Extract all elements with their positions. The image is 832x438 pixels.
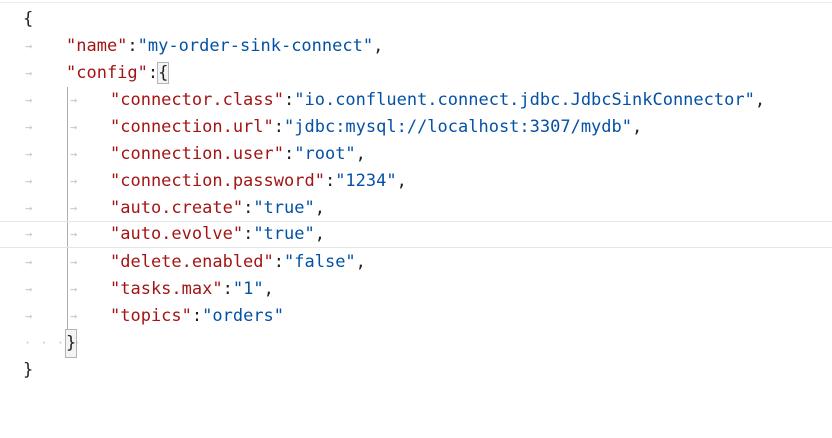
json-key: "auto.create" [110, 198, 244, 218]
json-separator: : [147, 63, 159, 83]
code-editor[interactable]: { → "name":"my-order-sink-connect", → "c… [0, 0, 832, 403]
json-comma: , [355, 252, 366, 272]
tab-whitespace-icon: → [25, 66, 33, 80]
current-code-line[interactable]: → → "auto.evolve":"true", [0, 221, 832, 248]
json-separator: : [127, 36, 138, 56]
json-comma: , [314, 224, 325, 244]
code-line[interactable]: → → "delete.enabled":"false", [0, 249, 832, 276]
json-entry[interactable]: "tasks.max":"1", [110, 276, 274, 303]
code-line[interactable]: → "name":"my-order-sink-connect", [0, 33, 832, 60]
json-comma: , [632, 117, 643, 137]
tab-whitespace-icon: → [25, 93, 33, 107]
json-key: "connection.url" [110, 117, 274, 137]
json-key: "name" [66, 36, 128, 56]
json-key: "connection.password" [110, 171, 325, 191]
tab-whitespace-icon: → [70, 120, 78, 134]
code-line[interactable]: { [0, 6, 832, 33]
json-key: "connection.user" [110, 144, 284, 164]
json-comma: , [754, 90, 766, 110]
tab-whitespace-icon: → [70, 309, 78, 323]
json-value: "1234" [335, 171, 397, 191]
json-value: "io.confluent.connect.jdbc.JdbcSinkConne… [294, 90, 755, 110]
code-line[interactable]: → → "connection.user":"root", [0, 141, 832, 168]
code-line[interactable]: → → "connection.password":"1234", [0, 168, 832, 195]
tab-whitespace-icon: → [25, 39, 33, 53]
json-key: "config" [66, 63, 148, 83]
json-separator: : [243, 224, 254, 244]
code-line[interactable]: → → "connection.url":"jdbc:mysql://local… [0, 114, 832, 141]
tab-whitespace-icon: → [70, 255, 78, 269]
json-entry[interactable]: "connection.password":"1234", [110, 168, 407, 195]
json-value: "true" [253, 198, 315, 218]
whitespace-dots: · · · · [24, 336, 82, 350]
indent-guide [67, 87, 68, 357]
tab-whitespace-icon: → [70, 174, 78, 188]
json-key: "auto.evolve" [110, 224, 244, 244]
json-value: "root" [294, 144, 356, 164]
json-entry[interactable]: "connection.user":"root", [110, 141, 366, 168]
matched-open-brace[interactable]: { [157, 62, 170, 84]
tab-whitespace-icon: → [25, 309, 33, 323]
json-entry[interactable]: "delete.enabled":"false", [110, 249, 366, 276]
json-separator: : [284, 144, 295, 164]
tab-whitespace-icon: → [25, 174, 33, 188]
tab-whitespace-icon: → [70, 93, 78, 107]
json-separator: : [191, 306, 203, 326]
json-entry[interactable]: "name":"my-order-sink-connect", [66, 33, 383, 60]
tab-whitespace-icon: → [25, 147, 33, 161]
json-entry[interactable]: "topics":"orders" [110, 303, 284, 330]
json-entry[interactable]: "auto.create":"true", [110, 195, 325, 222]
json-value: "jdbc:mysql://localhost:3307/mydb" [284, 117, 633, 137]
json-key: "topics" [110, 306, 192, 326]
code-line[interactable]: · · · · } [0, 329, 832, 358]
json-value: "true" [253, 224, 315, 244]
json-separator: : [273, 252, 285, 272]
code-line[interactable]: → → "topics":"orders" [0, 303, 832, 330]
tab-whitespace-icon: → [25, 120, 33, 134]
tab-whitespace-icon: → [25, 282, 33, 296]
json-key: "connector.class" [110, 90, 284, 110]
json-value: "my-order-sink-connect" [137, 36, 374, 56]
json-entry[interactable]: "connection.url":"jdbc:mysql://localhost… [110, 114, 642, 141]
code-line[interactable]: → → "connector.class":"io.confluent.conn… [0, 87, 832, 114]
tab-whitespace-icon: → [25, 227, 33, 241]
json-separator: : [273, 117, 285, 137]
json-separator: : [222, 279, 233, 299]
json-separator: : [243, 198, 254, 218]
json-separator: : [284, 90, 295, 110]
open-brace[interactable]: { [23, 9, 34, 29]
code-line[interactable]: → → "tasks.max":"1", [0, 276, 832, 303]
tab-whitespace-icon: → [25, 201, 33, 215]
json-entry[interactable]: "connector.class":"io.confluent.connect.… [110, 87, 765, 114]
tab-whitespace-icon: → [70, 227, 78, 241]
close-brace[interactable]: } [23, 360, 34, 380]
code-line[interactable]: → → "auto.create":"true", [0, 195, 832, 222]
tab-whitespace-icon: → [25, 255, 33, 269]
code-line[interactable]: → "config":{ [0, 60, 832, 87]
code-line[interactable]: } [0, 357, 832, 384]
json-comma: , [373, 36, 384, 56]
tab-whitespace-icon: → [70, 282, 78, 296]
json-comma: , [263, 279, 274, 299]
tab-whitespace-icon: → [70, 201, 78, 215]
json-value: "1" [232, 279, 264, 299]
json-value: "false" [284, 252, 356, 272]
matched-close-brace[interactable]: } [64, 329, 78, 358]
json-entry[interactable]: "config":{ [66, 60, 170, 87]
json-entry[interactable]: "auto.evolve":"true", [110, 222, 325, 247]
json-comma: , [396, 171, 407, 191]
json-key: "tasks.max" [110, 279, 223, 299]
json-comma: , [314, 198, 325, 218]
editor-top-border [0, 2, 832, 3]
tab-whitespace-icon: → [70, 147, 78, 161]
json-value: "orders" [202, 306, 285, 326]
json-separator: : [324, 171, 336, 191]
json-comma: , [355, 144, 366, 164]
json-key: "delete.enabled" [110, 252, 274, 272]
